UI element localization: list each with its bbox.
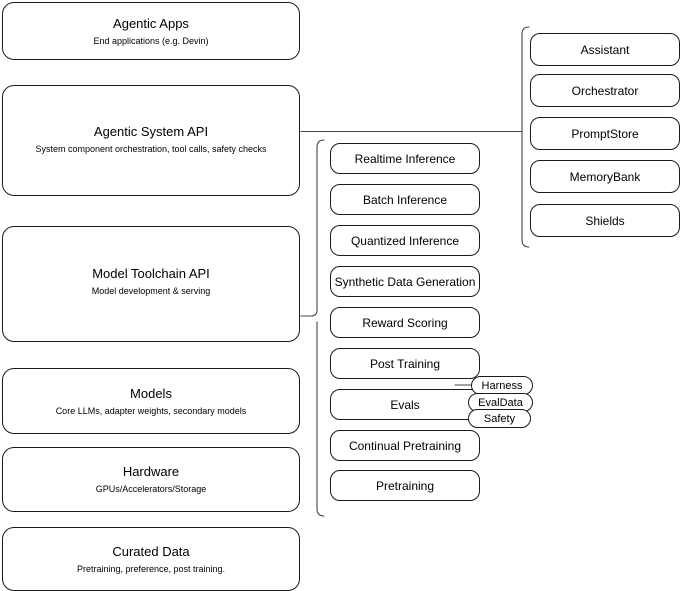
system-item-orchestrator[interactable]: Orchestrator	[530, 74, 680, 107]
system-item-assistant[interactable]: Assistant	[530, 33, 680, 66]
system-item-memorybank[interactable]: MemoryBank	[530, 160, 680, 193]
layer-title: Agentic System API	[93, 124, 209, 139]
right-bracket	[515, 26, 530, 248]
layer-subtitle: System component orchestration, tool cal…	[35, 144, 267, 154]
system-item-promptstore[interactable]: PromptStore	[530, 117, 680, 150]
layer-title: Curated Data	[112, 543, 190, 559]
system-item-shields[interactable]: Shields	[530, 204, 680, 237]
layer-subtitle: GPUs/Accelerators/Storage	[95, 484, 207, 494]
layer-title: Models	[130, 385, 172, 401]
layer-title: Hardware	[122, 464, 180, 479]
layer-title: Model Toolchain API	[92, 266, 210, 281]
layer-title: Agentic Apps	[113, 15, 189, 31]
layer-box-models[interactable]: Models Core LLMs, adapter weights, secon…	[2, 368, 300, 434]
layer-subtitle: Pretraining, preference, post training.	[76, 563, 226, 574]
toolchain-item-quantized-inference[interactable]: Quantized Inference	[330, 225, 480, 256]
toolchain-item-evals[interactable]: Evals	[330, 389, 480, 420]
toolchain-item-realtime-inference[interactable]: Realtime Inference	[330, 143, 480, 174]
layer-subtitle: Core LLMs, adapter weights, secondary mo…	[55, 405, 247, 416]
layer-box-curated-data[interactable]: Curated Data Pretraining, preference, po…	[2, 527, 300, 591]
eval-tag-safety[interactable]: Safety	[468, 409, 531, 428]
layer-box-model-toolchain-api[interactable]: Model Toolchain API Model development & …	[2, 226, 300, 342]
layer-box-hardware[interactable]: Hardware GPUs/Accelerators/Storage	[2, 447, 300, 512]
layer-box-agentic-apps[interactable]: Agentic Apps End applications (e.g. Devi…	[2, 2, 300, 60]
layer-subtitle: Model development & serving	[91, 286, 211, 296]
toolchain-item-continual-pretraining[interactable]: Continual Pretraining	[330, 430, 480, 461]
layer-subtitle: End applications (e.g. Devin)	[93, 35, 209, 46]
eval-tag-harness[interactable]: Harness	[471, 376, 533, 395]
eval-tag-evaldata[interactable]: EvalData	[468, 393, 533, 412]
middle-curly-brace	[300, 139, 325, 517]
toolchain-item-reward-scoring[interactable]: Reward Scoring	[330, 307, 480, 338]
toolchain-item-batch-inference[interactable]: Batch Inference	[330, 184, 480, 215]
toolchain-item-synthetic-data-generation[interactable]: Synthetic Data Generation	[330, 266, 480, 297]
toolchain-item-pretraining[interactable]: Pretraining	[330, 470, 480, 501]
layer-box-agentic-system-api[interactable]: Agentic System API System component orch…	[2, 85, 300, 196]
toolchain-item-post-training[interactable]: Post Training	[330, 348, 480, 379]
